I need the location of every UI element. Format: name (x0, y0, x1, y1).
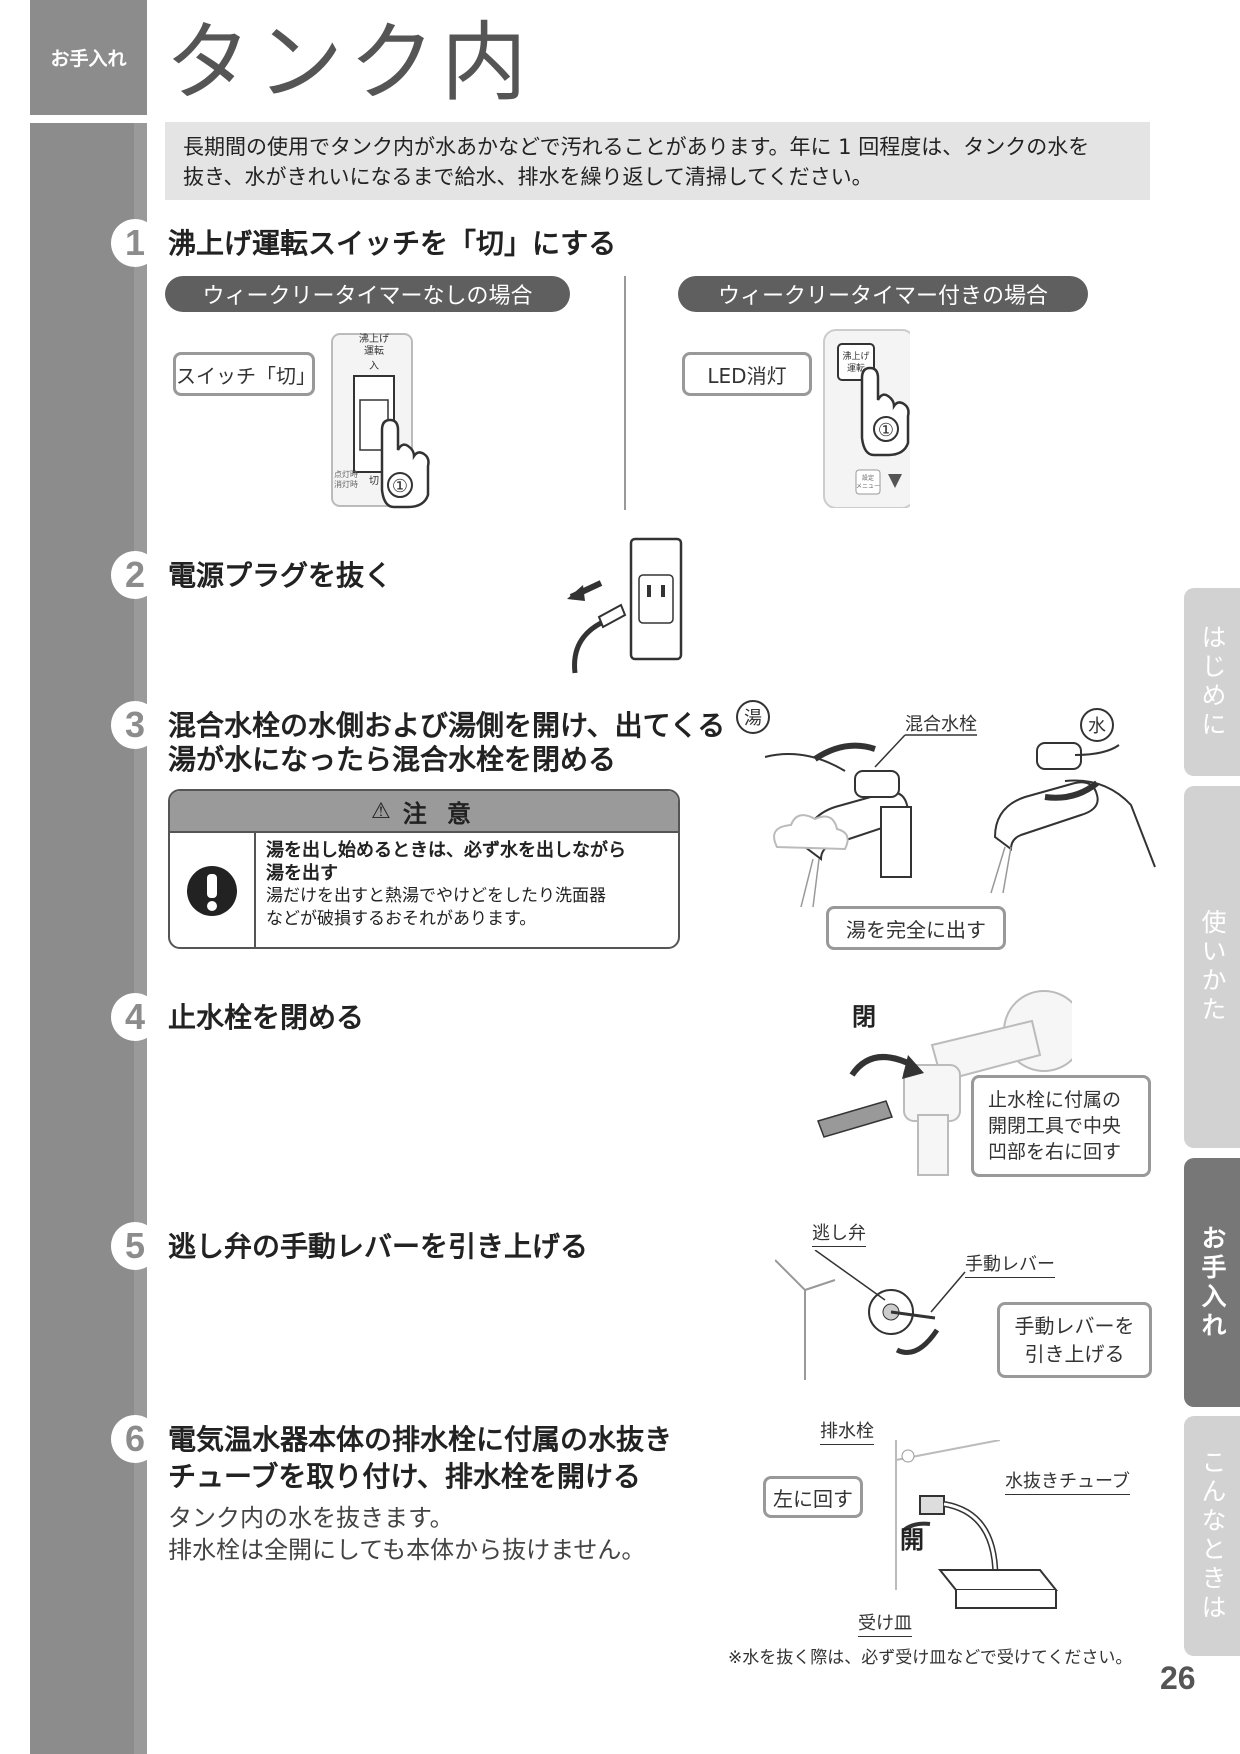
page-number: 26 (1160, 1660, 1196, 1696)
intro-line: 抜き、水がきれいになるまで給水、排水を繰り返して清掃してください。 (183, 165, 873, 189)
led-off-label: 消灯時 (334, 479, 358, 489)
led-on-label: 点灯時 (334, 469, 358, 479)
tab-troubleshooting[interactable]: こんなときは (1184, 1416, 1240, 1656)
caution-bold-line: 湯を出し始めるときは、必ず水を出しながら (266, 840, 626, 861)
switch-label-top: 沸上げ (359, 332, 389, 345)
rotate-arrow-icon (813, 742, 876, 762)
step-number-6: 6 (111, 1415, 159, 1463)
divider (624, 276, 626, 510)
close-mark: 閉 (852, 1003, 876, 1031)
wall-switch-illustration: 沸上げ 運転 入 切 点灯時 消灯時 ① (331, 332, 430, 509)
caution-title: 注 意 (402, 799, 478, 828)
step-number-3: 3 (111, 701, 159, 749)
drain-plug-label: 排水栓 (820, 1420, 874, 1445)
panel-button-line1: 沸上げ (842, 350, 869, 362)
rotate-arrow-icon (849, 1054, 914, 1077)
callout-line: 止水栓に付属の (988, 1089, 1122, 1111)
drain-illustration: 開 (895, 1440, 1059, 1609)
lift-arrow-icon (895, 1328, 940, 1355)
relief-valve-label: 逃し弁 (812, 1222, 866, 1247)
section-label: お手入れ (30, 0, 147, 115)
pill-with-timer: ウィークリータイマー付きの場合 (678, 276, 1088, 312)
caution-bold-line: 湯を出す (266, 863, 338, 884)
faucet-illustration: 湯 水 混合水栓 (736, 700, 1156, 908)
step-number-5: 5 (111, 1222, 159, 1270)
unplug-illustration (567, 537, 683, 674)
step-6-desc-line1: タンク内の水を抜きます。 (168, 1504, 454, 1532)
caution-header: ⚠ 注 意 (170, 791, 678, 833)
finger-mark: ① (878, 420, 894, 441)
finger-mark: ① (392, 476, 408, 497)
panel-button-line2: 運転 (847, 363, 865, 374)
callout-line: 手動レバーを (1014, 1314, 1135, 1338)
caution-body: 湯を出し始めるときは、必ず水を出しながら 湯を出す 湯だけを出すと熱湯でやけどを… (256, 833, 636, 947)
tab-introduction[interactable]: はじめに (1184, 588, 1240, 776)
step-6-title-line2: チューブを取り付け、排水栓を開ける (168, 1460, 641, 1493)
stop-valve-illustration: 閉 (817, 990, 1072, 1176)
tab-maintenance[interactable]: お手入れ (1184, 1158, 1240, 1407)
steam-icon (773, 814, 849, 851)
callout-turn-left: 左に回す (763, 1476, 863, 1518)
rotate-arrow-icon (1044, 780, 1099, 801)
intro-box: 長期間の使用でタンク内が水あかなどで汚れることがあります。年に 1 回程度は、タ… (165, 122, 1150, 200)
tray-icon (937, 1569, 1059, 1591)
switch-off-label: 切 (369, 475, 379, 487)
step-2-title: 電源プラグを抜く (168, 559, 393, 592)
hot-mark: 湯 (744, 708, 762, 729)
step-3-title-line1: 混合水栓の水側および湯側を開け、出てくる (168, 709, 726, 742)
drain-tube-label: 水抜きチューブ (1005, 1470, 1130, 1495)
exclamation-icon (187, 866, 237, 916)
step-6-desc-line2: 排水栓は全開にしても本体から抜けません。 (168, 1536, 646, 1564)
callout-hot-water: 湯を完全に出す (826, 906, 1006, 950)
callout-stop-valve: 止水栓に付属の 開閉工具で中央 凹部を右に回す (971, 1075, 1151, 1177)
page-title: タンク内 (165, 13, 533, 113)
rotate-arrow-icon (902, 1521, 931, 1532)
callout-line: 引き上げる (1024, 1342, 1125, 1366)
manual-lever-label: 手動レバー (965, 1253, 1055, 1278)
key-tool-icon (817, 1100, 893, 1138)
open-mark: 開 (900, 1526, 924, 1554)
caution-text-line: などが破損するおそれがあります。 (266, 909, 537, 929)
warning-triangle-icon: ⚠ (370, 798, 397, 824)
callout-line: 凹部を右に回す (988, 1141, 1122, 1163)
exclamation-icon-cell (170, 833, 256, 947)
faucet-label: 混合水栓 (905, 714, 977, 735)
callout-lift-lever: 手動レバーを 引き上げる (997, 1302, 1152, 1378)
tray-label: 受け皿 (858, 1612, 912, 1637)
callout-switch-off: スイッチ「切」 (173, 352, 316, 396)
tab-usage[interactable]: 使いかた (1184, 786, 1240, 1148)
step-5-title: 逃し弁の手動レバーを引き上げる (168, 1230, 589, 1263)
sidebar-band (30, 123, 147, 1754)
callout-line: 開閉工具で中央 (988, 1115, 1122, 1137)
panel-small-label: 設定 (862, 474, 874, 482)
caution-box: ⚠ 注 意 湯を出し始めるときは、必ず水を出しながら 湯を出す 湯だけを出すと熱… (168, 789, 680, 949)
switch-label-top2: 運転 (364, 345, 384, 357)
intro-line: 長期間の使用でタンク内が水あかなどで汚れることがあります。年に 1 回程度は、タ… (183, 135, 1090, 159)
step-6-title-line1: 電気温水器本体の排水栓に付属の水抜き (168, 1423, 673, 1456)
step-number-4: 4 (111, 993, 159, 1041)
switch-on-label: 入 (369, 361, 379, 372)
relief-valve-illustration (775, 1250, 966, 1380)
down-triangle-icon (888, 474, 902, 488)
step-number-1: 1 (111, 219, 159, 267)
sidebar-inner-band (134, 123, 147, 1754)
step-3-title-line2: 湯が水になったら混合水栓を閉める (168, 743, 617, 776)
remote-panel-illustration: 沸上げ 運転 設定 メニュー ① (823, 329, 910, 508)
drain-note: ※水を抜く際は、必ず受け皿などで受けてください。 (728, 1648, 1133, 1668)
panel-small-label2: メニュー (856, 483, 880, 490)
cold-mark: 水 (1088, 716, 1106, 737)
step-1-title: 沸上げ運転スイッチを「切」にする (168, 227, 617, 260)
step-number-2: 2 (111, 551, 159, 599)
step-4-title: 止水栓を閉める (168, 1001, 365, 1034)
pill-no-timer: ウィークリータイマーなしの場合 (165, 276, 570, 312)
caution-text-line: 湯だけを出すと熱湯でやけどをしたり洗面器 (266, 886, 606, 906)
callout-led-off: LED消灯 (682, 352, 812, 396)
